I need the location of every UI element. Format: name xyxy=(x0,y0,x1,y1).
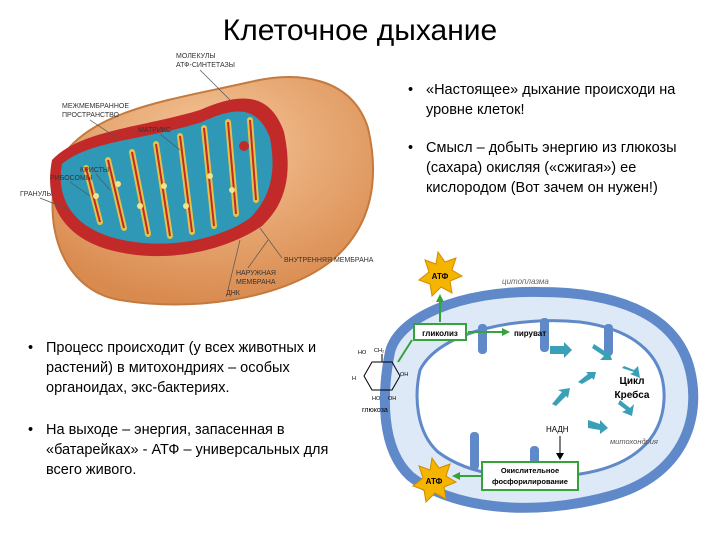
page-title: Клеточное дыхание xyxy=(222,14,498,47)
label-granules: ГРАНУЛЫ xyxy=(20,191,53,198)
label-ribosomes: РИБОСОМЫ xyxy=(50,175,92,182)
bullet-item: На выходе – энергия, запасенная в «батар… xyxy=(28,420,340,480)
glucose-label: глюкоза xyxy=(362,407,388,414)
bullet-item: Процесс происходит (у всех животных и ра… xyxy=(28,338,340,398)
glycolysis-box xyxy=(413,323,467,341)
label-inner-membrane: ВНУТРЕННЯЯ МЕМБРАНА xyxy=(284,257,374,264)
label-intermembrane-1: МЕЖМЕМБРАННОЕ xyxy=(62,103,129,110)
label-matrix: МАТРИКС xyxy=(138,127,171,134)
atp-label-bottom: АТФ xyxy=(426,477,443,486)
label-outer-membrane-1: НАРУЖНАЯ xyxy=(236,270,276,277)
krebs-label-2: Кребса xyxy=(615,389,650,401)
matrix-shape xyxy=(60,111,273,244)
cytoplasm-label: цитоплазма xyxy=(502,277,549,286)
bullet-item: Смысл – добыть энергию из глюкозы (сахар… xyxy=(408,138,708,198)
dna-granule xyxy=(239,141,249,151)
svg-text:H: H xyxy=(352,376,356,382)
krebs-label-1: Цикл xyxy=(620,376,645,387)
atp-star-bottom: АТФ xyxy=(411,456,458,504)
label-intermembrane-2: ПРОСТРАНСТВО xyxy=(62,112,120,119)
nadh-label: НАДН xyxy=(546,425,569,434)
svg-text:OH: OH xyxy=(388,396,396,402)
krebs-cycle-arrows xyxy=(550,342,640,434)
label-dna: ДНК xyxy=(226,290,241,297)
oxphos-label-2: фосфорилирование xyxy=(492,477,568,486)
label-cristae: КРИСТЫ xyxy=(80,167,109,174)
pyruvate-label: пируват xyxy=(514,329,546,338)
label-outer-membrane-2: МЕМБРАНА xyxy=(236,279,276,286)
glucose-structure xyxy=(363,354,401,391)
granules-group xyxy=(93,173,235,209)
glucose-atoms: HO CH₂ OH H HO OH xyxy=(352,348,408,402)
glycolysis-label: гликолиз xyxy=(422,329,458,338)
bullet-item: «Настоящее» дыхание происходи на уровне … xyxy=(408,80,708,120)
atp-label-top: АТФ xyxy=(432,272,449,281)
atp-star-top: АТФ xyxy=(417,250,464,298)
svg-text:HO: HO xyxy=(372,396,381,402)
svg-text:CH₂: CH₂ xyxy=(374,348,384,354)
svg-text:HO: HO xyxy=(358,350,367,356)
svg-text:OH: OH xyxy=(400,372,408,378)
oxphos-box xyxy=(481,461,579,491)
mitochondrion-label: митохондрия xyxy=(610,437,658,446)
label-atp-synthetase-1: МОЛЕКУЛЫ xyxy=(176,53,216,60)
left-bullet-list: Процесс происходит (у всех животных и ра… xyxy=(28,338,340,502)
oxphos-label-1: Окислительное xyxy=(501,466,559,475)
label-atp-synthetase-2: АТФ-СИНТЕТАЗЫ xyxy=(176,62,235,69)
top-bullet-list: «Настоящее» дыхание происходи на уровне … xyxy=(408,80,708,216)
